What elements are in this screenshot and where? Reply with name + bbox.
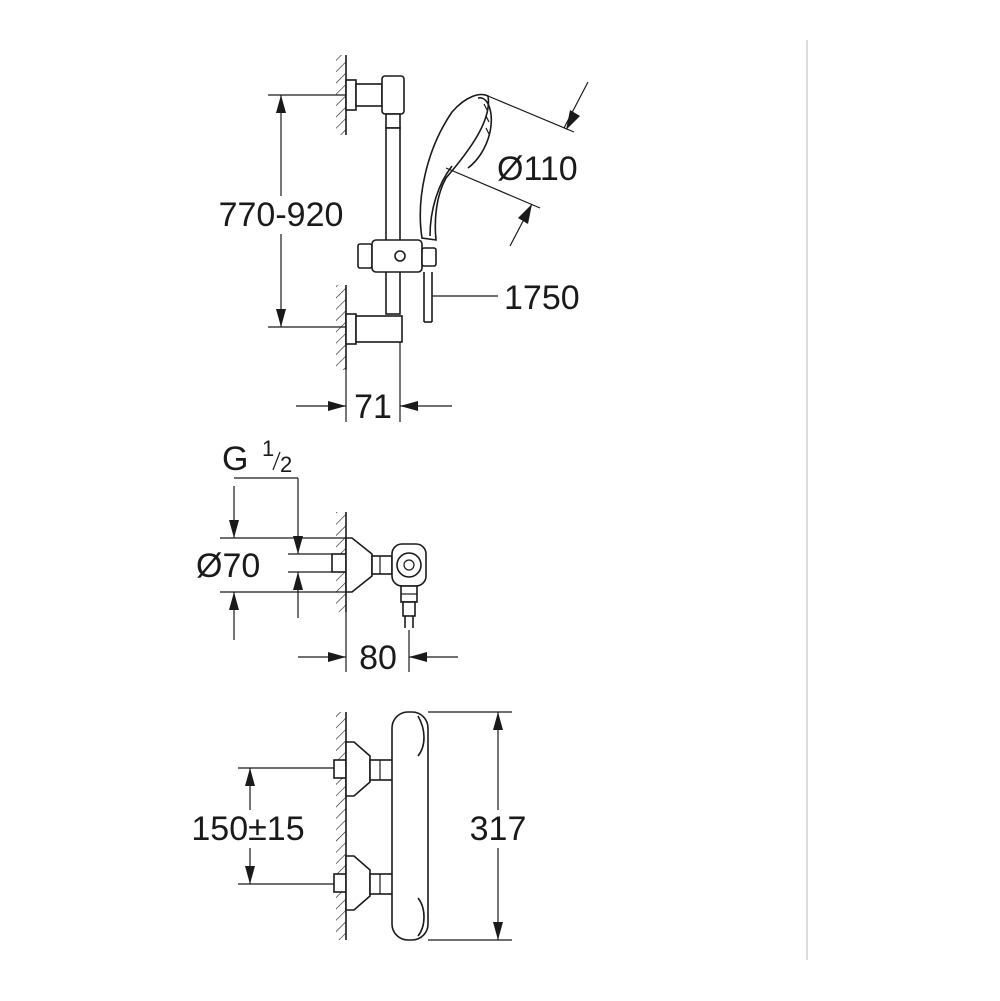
- shower-hose: [423, 272, 433, 323]
- label-rail-height: 770-920: [219, 196, 344, 234]
- dim-rosette-diameter: Ø70: [196, 486, 346, 640]
- inlet-stub: [331, 553, 347, 573]
- label-thread-main: G: [222, 440, 248, 478]
- label-mixer-height: 317: [470, 810, 527, 848]
- rosette: [345, 537, 373, 593]
- dim-rail-depth: 71: [296, 342, 452, 426]
- label-rail-depth: 71: [354, 388, 392, 426]
- label-inlet-spacing: 150±15: [191, 810, 304, 848]
- rail-slider: [357, 239, 437, 273]
- dim-thread: G 1 2: [222, 436, 332, 618]
- mixer-front-view: 150±15 317: [188, 711, 534, 941]
- shower-rail: [385, 127, 401, 315]
- label-rosette-diameter: Ø70: [196, 547, 260, 585]
- upper-inlet: [333, 741, 395, 797]
- label-thread-den: 2: [280, 452, 292, 477]
- dim-inlet-spacing: 150±15: [188, 767, 334, 885]
- mixer-knob: [396, 552, 422, 578]
- dim-mixer-height: 317: [428, 711, 534, 941]
- label-head-diameter: Ø110: [497, 150, 578, 188]
- mixer-side-view: G 1 2 Ø70: [196, 436, 458, 677]
- hand-shower: [419, 93, 493, 241]
- dim-hose-length: 1750: [432, 279, 580, 317]
- label-hose-length: 1750: [504, 279, 580, 317]
- rail-bottom-bracket: [345, 313, 403, 345]
- dim-rail-height: 770-920: [205, 94, 355, 328]
- mixer-body: [391, 711, 429, 941]
- dim-mixer-depth: 80: [298, 612, 458, 677]
- wall-hatch-bottom-view: [336, 712, 346, 940]
- lower-inlet: [333, 855, 395, 911]
- dim-head-diameter: Ø110: [445, 81, 589, 247]
- rail-view: 770-920 Ø110 1750 71: [205, 55, 589, 426]
- s-union: [371, 555, 393, 575]
- label-mixer-depth: 80: [359, 639, 397, 677]
- rail-top-bracket: [345, 75, 405, 129]
- label-thread-num: 1: [262, 436, 274, 461]
